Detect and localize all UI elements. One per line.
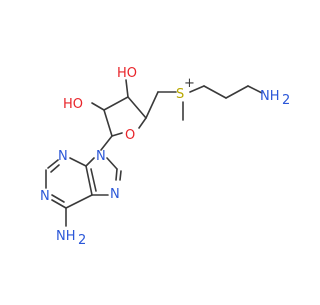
pyrimidine-bonds — [45, 157, 93, 227]
background — [0, 0, 300, 300]
purine-n7-label: N — [110, 187, 120, 202]
adenine-amino-label: NH — [56, 229, 76, 244]
ribose-ring-bonds — [103, 96, 147, 137]
bond-n3-c2-double — [50, 164, 60, 173]
bond-c4-n9 — [85, 157, 95, 167]
imidazole-bonds — [85, 157, 122, 196]
bond-c4-o — [138, 117, 147, 129]
bond-c2-c3 — [103, 96, 129, 111]
bond-n1-c6 — [51, 199, 67, 209]
purine-n3-label: N — [58, 149, 68, 164]
bond-n9-c8 — [106, 157, 118, 170]
bond-c1-c2 — [103, 109, 113, 137]
bond-c4-ch2 — [145, 91, 159, 119]
bond-n1-c6-double — [51, 194, 65, 203]
side-chain-bonds — [145, 85, 263, 121]
bond-c2prime-c3prime — [225, 85, 249, 99]
purine-n1-label: N — [40, 189, 50, 204]
hydroxyl-bonds — [91, 79, 129, 111]
atom-labels: HO HO O S + NH 2 N N N N NH 2 — [40, 66, 290, 248]
structure-diagram: HO HO O S + NH 2 N N N N NH 2 — [0, 0, 300, 300]
bond-c1prime-c2prime — [203, 85, 227, 99]
bond-c4-n3 — [69, 157, 87, 167]
bond-c6-c5 — [65, 194, 93, 209]
terminal-amine-label: NH — [260, 89, 280, 104]
adenine-amino-subscript: 2 — [78, 233, 86, 248]
sulfonium-charge: + — [184, 76, 195, 91]
hydroxyl-label-top: HO — [117, 66, 137, 81]
purine-n9-label: N — [96, 149, 106, 164]
bond-c8-n7-double — [119, 170, 122, 181]
bond-c5-c4 — [85, 165, 93, 196]
ring-oxygen-label: O — [125, 128, 135, 143]
bond-o-c1 — [111, 132, 123, 137]
terminal-amine-subscript: 2 — [282, 93, 290, 108]
molecule-canvas: HO HO O S + NH 2 N N N N NH 2 — [0, 0, 300, 300]
bond-c3-oh-top — [125, 79, 129, 98]
bond-c2-oh-left — [91, 102, 105, 111]
hydroxyl-label-left: HO — [63, 97, 83, 112]
sulfonium-label: S — [176, 87, 184, 102]
bond-c3prime-n — [247, 85, 263, 94]
bond-c1-n9 — [100, 135, 113, 151]
bond-s-c1prime — [189, 85, 205, 93]
bond-c3-c4 — [127, 96, 147, 119]
bond-n3-c2 — [47, 159, 59, 169]
bond-c8-n7 — [115, 168, 118, 181]
bond-c5-c4-double — [90, 168, 97, 192]
